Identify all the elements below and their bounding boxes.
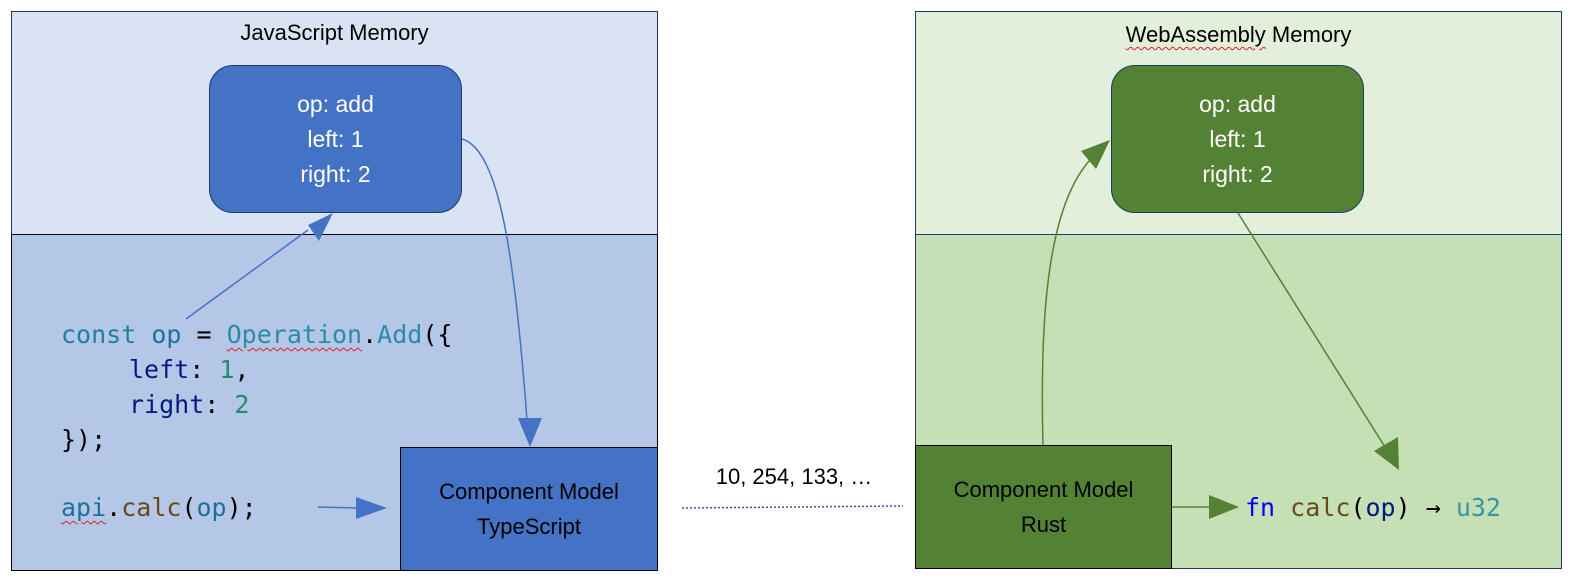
wasm-component-model-box: Component Model Rust xyxy=(915,445,1172,569)
arrow-wasm-component-to-fn-head xyxy=(1209,495,1239,519)
arrow-wasm-component-to-object-head xyxy=(1081,140,1110,169)
rust-paren-open: ( xyxy=(1350,493,1366,522)
arrow-wasm-object-to-fn-head xyxy=(1374,437,1399,470)
wasm-memory-title: WebAssembly Memory xyxy=(915,22,1562,48)
arrow-wasm-object-to-fn xyxy=(1237,212,1386,448)
code-comma: , xyxy=(234,355,250,384)
arrow-wasm-component-to-object xyxy=(1041,159,1091,446)
arrow-code-to-js-object-head xyxy=(308,213,333,241)
arrow-call-to-js-component xyxy=(317,506,359,509)
js-component-model-box: Component Model TypeScript xyxy=(400,447,658,571)
rust-u32-type: u32 xyxy=(1455,493,1501,522)
code-paren-close: ); xyxy=(226,493,257,522)
code-calc-function: calc xyxy=(121,493,182,522)
code-line-4: }); xyxy=(61,425,107,454)
code-dot: . xyxy=(106,493,122,522)
code-op-variable: op xyxy=(151,320,182,349)
code-right-prop: right xyxy=(129,390,205,419)
code-add-method: Add xyxy=(377,320,423,349)
rust-paren-close: ) xyxy=(1395,493,1411,522)
code-left-value: 1 xyxy=(219,355,235,384)
code-line-1: const op = Operation.Add({ xyxy=(61,317,452,352)
rust-calc-function: calc xyxy=(1290,493,1351,522)
rust-signature: fn calc(op) → u32 xyxy=(1245,490,1501,525)
wasm-object-left-line: left: 1 xyxy=(1209,125,1266,152)
js-object-right-line: right: 2 xyxy=(300,160,371,187)
js-component-language: TypeScript xyxy=(477,514,581,539)
code-line-3: right: 2 xyxy=(129,387,249,422)
code-line-2: left: 1, xyxy=(129,352,249,387)
wasm-object-right-line: right: 2 xyxy=(1202,160,1273,187)
code-dot: . xyxy=(362,320,378,349)
code-operation-class: Operation xyxy=(226,320,363,349)
rust-fn-keyword: fn xyxy=(1245,493,1276,522)
js-object-op-line: op: add xyxy=(297,90,374,117)
wasm-title-rest: Memory xyxy=(1265,22,1352,47)
arrow-code-to-js-object xyxy=(185,229,309,320)
code-api-object: api xyxy=(61,493,107,522)
code-open-brace: ({ xyxy=(422,320,453,349)
arrow-js-object-to-component-head xyxy=(518,418,542,447)
code-paren-open: ( xyxy=(181,493,197,522)
rust-return-arrow: → xyxy=(1425,493,1441,522)
js-operation-object: op: add left: 1 right: 2 xyxy=(209,65,462,213)
code-op-argument: op xyxy=(196,493,227,522)
wasm-component-label: Component Model xyxy=(953,477,1134,502)
code-colon: : xyxy=(189,355,205,384)
wasm-component-language: Rust xyxy=(1020,512,1067,537)
js-component-label: Component Model xyxy=(439,479,619,504)
arrow-js-object-to-component xyxy=(461,138,528,421)
code-const-keyword: const xyxy=(61,320,137,349)
wire-dotted-line xyxy=(681,505,904,509)
code-line-5: api.calc(op); xyxy=(61,490,257,525)
js-object-left-line: left: 1 xyxy=(307,125,364,152)
wasm-object-op-line: op: add xyxy=(1199,90,1276,117)
wasm-operation-object: op: add left: 1 right: 2 xyxy=(1111,65,1364,213)
code-equals: = xyxy=(196,320,212,349)
wasm-title-word: WebAssembly xyxy=(1125,22,1266,47)
code-right-value: 2 xyxy=(234,390,250,419)
rust-op-param: op xyxy=(1365,493,1396,522)
code-colon: : xyxy=(204,390,220,419)
code-left-prop: left xyxy=(129,355,190,384)
arrow-call-to-js-component-head xyxy=(356,497,387,519)
js-memory-title: JavaScript Memory xyxy=(240,20,429,45)
wire-bytes-label: 10, 254, 133, … xyxy=(715,464,873,489)
